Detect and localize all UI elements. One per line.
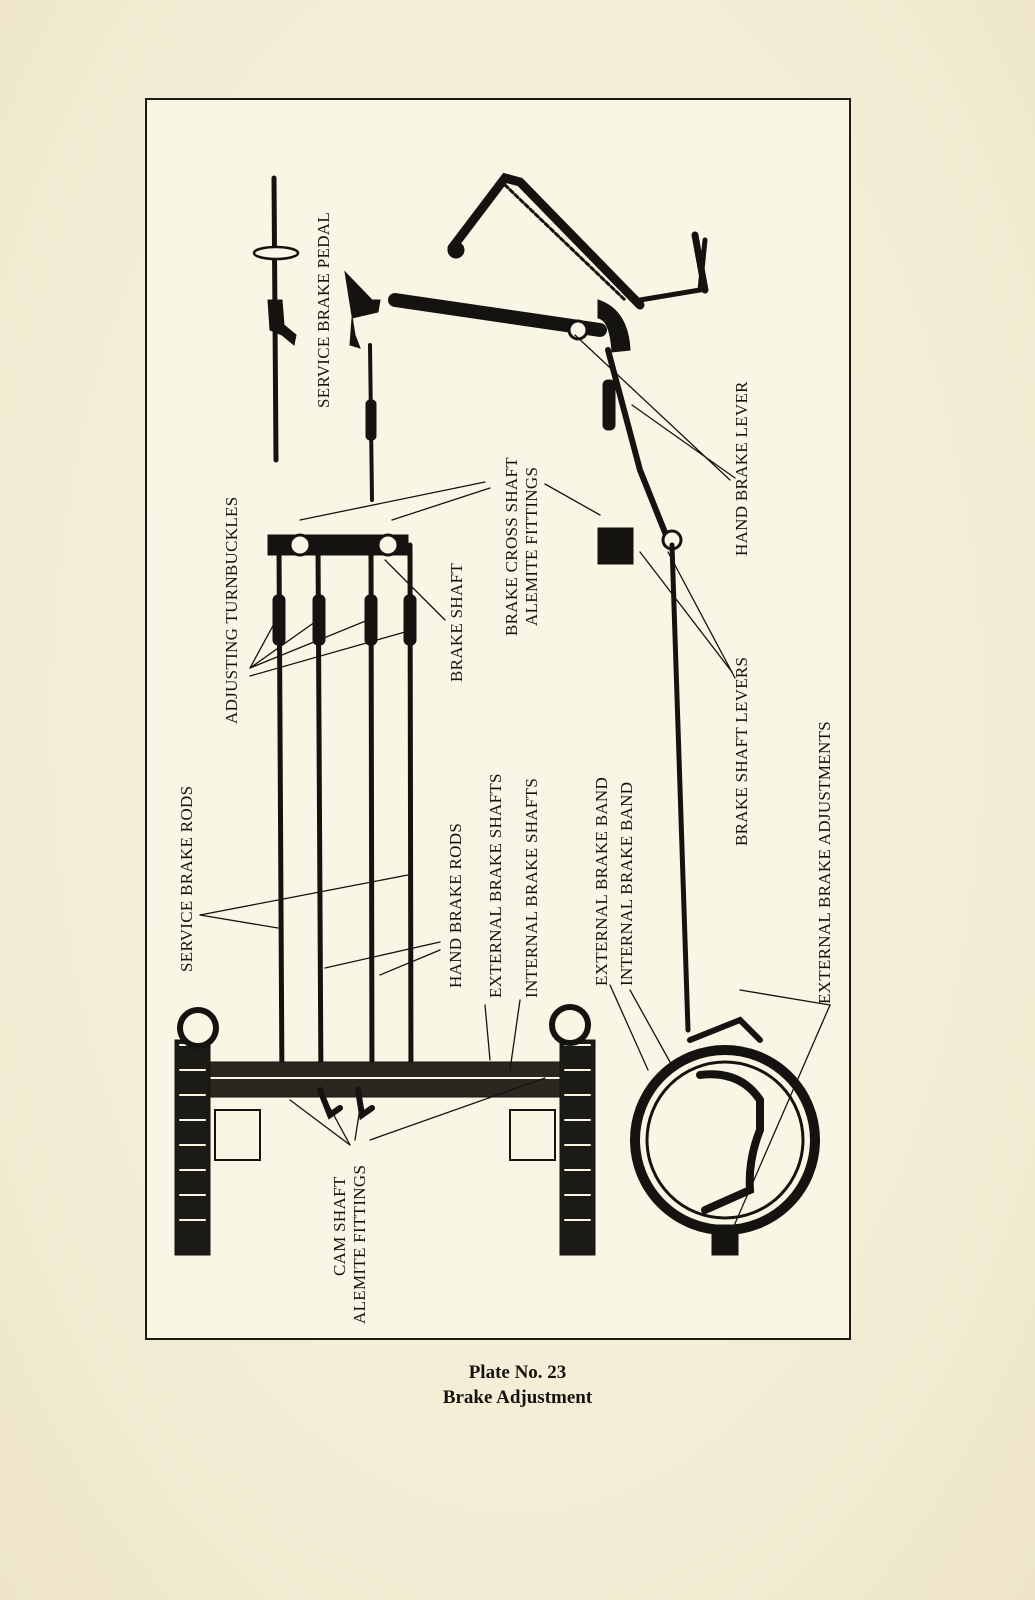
service-brake-pedal: [344, 270, 381, 349]
plate-number: Plate No. 23: [468, 1362, 567, 1383]
lever-turnbuckle: [602, 379, 616, 431]
ratchet-rod: [637, 237, 708, 303]
right-spring-plate: [509, 1109, 556, 1161]
right-spring-eye: [549, 1004, 591, 1046]
label-adjusting-turnbuckles: ADJUSTING TURNBUCKLES: [222, 496, 241, 724]
label-brake-shaft-levers: BRAKE SHAFT LEVERS: [732, 656, 751, 846]
label-cam-shaft: CAM SHAFT: [330, 1176, 349, 1276]
lever-spring-coil: [503, 183, 627, 302]
release-spring: [691, 231, 709, 294]
label-external-brake-band: EXTERNAL BRAKE BAND: [592, 776, 611, 986]
turnbuckle: [272, 594, 286, 646]
ratchet-sector: [597, 299, 631, 353]
grip-knob: [447, 241, 465, 259]
floor-collar: [252, 245, 300, 261]
internal-brake-band: [645, 1060, 805, 1220]
label-brake-shaft: BRAKE SHAFT: [447, 562, 466, 682]
label-external-brake-shafts: EXTERNAL BRAKE SHAFTS: [486, 773, 505, 998]
label-cam-shaft-alemite-fittings: ALEMITE FITTINGS: [350, 1164, 369, 1324]
turnbuckle: [403, 594, 417, 646]
right-brake-drum: [559, 1039, 596, 1256]
cam-fitting: [355, 1087, 375, 1121]
left-spring-eye: [177, 1007, 219, 1049]
rear-axle-housing: [179, 1061, 586, 1098]
left-brake-drum: [174, 1039, 211, 1256]
hand-brake-grip-arm: [447, 172, 645, 310]
plate-frame: [145, 98, 851, 1340]
label-brake-cross-shaft: BRAKE CROSS SHAFT: [502, 457, 521, 636]
cam-fitting: [317, 1087, 343, 1120]
label-internal-brake-shafts: INTERNAL BRAKE SHAFTS: [522, 777, 541, 998]
turnbuckle: [364, 594, 378, 646]
band-adjustment-bolt: [711, 1224, 739, 1256]
label-hand-brake-lever: HAND BRAKE LEVER: [732, 381, 751, 556]
left-spring-plate: [214, 1109, 261, 1161]
label-external-brake-adjustments: EXTERNAL BRAKE ADJUSTMENTS: [815, 721, 834, 1004]
label-service-brake-pedal: SERVICE BRAKE PEDAL: [314, 211, 333, 408]
label-internal-brake-band: INTERNAL BRAKE BAND: [617, 781, 636, 986]
label-hand-brake-rods: HAND BRAKE RODS: [446, 822, 465, 988]
band-adjustment-linkage: [687, 1016, 763, 1043]
cross-shaft-fitting: [597, 527, 634, 565]
lever-pivot: [567, 319, 589, 341]
turnbuckle: [312, 594, 326, 646]
hand-brake-lever-bar: [388, 293, 607, 337]
lever-link-rod: [605, 347, 671, 543]
label-cross-shaft-alemite-fittings: ALEMITE FITTINGS: [522, 466, 541, 626]
pedal-rod-turnbuckle: [365, 399, 377, 441]
brake-shaft-lever-rod: [669, 542, 691, 1033]
pedal-bracket: [267, 299, 297, 346]
brake-shoe: [696, 1070, 764, 1214]
plate-title: Brake Adjustment: [442, 1387, 593, 1408]
label-service-brake-rods: SERVICE BRAKE RODS: [177, 785, 196, 972]
